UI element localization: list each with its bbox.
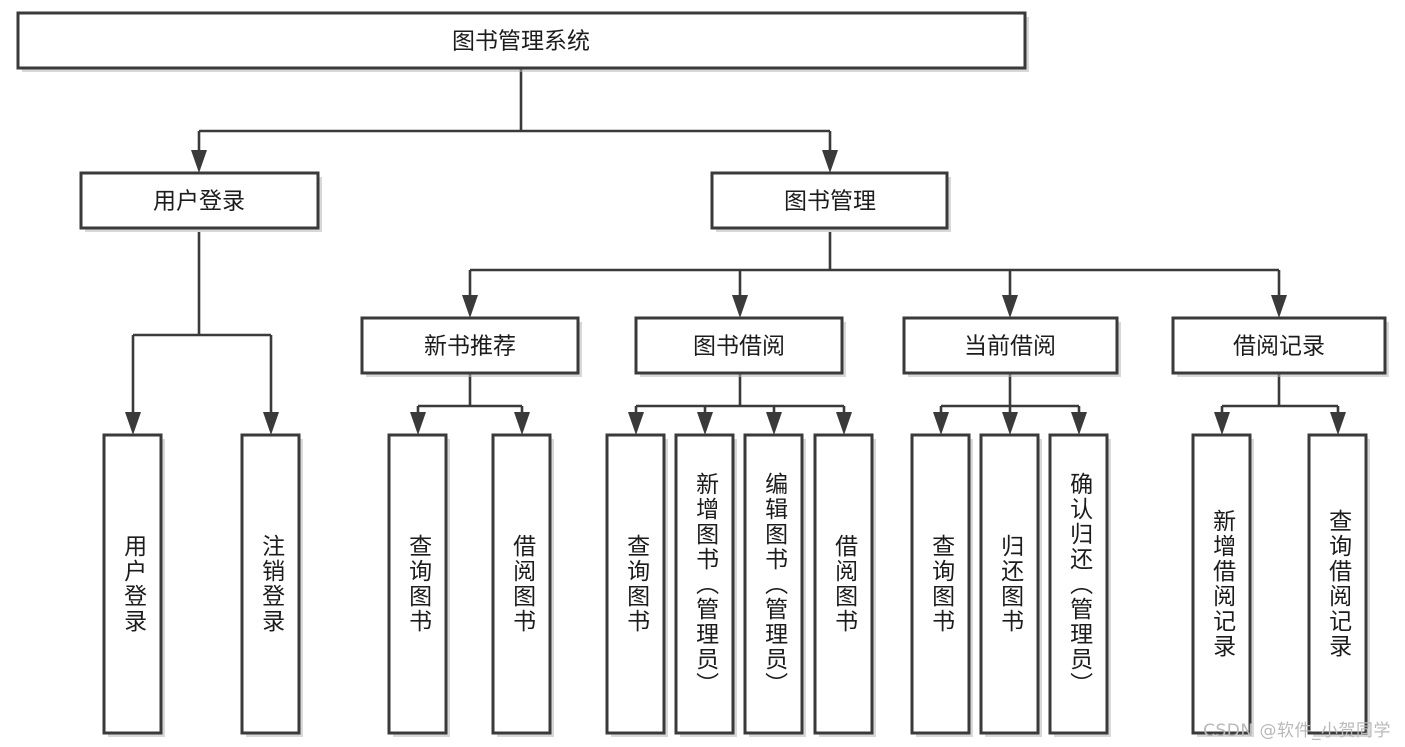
arrow-to-book-management bbox=[822, 150, 838, 173]
node-book-management[interactable]: 图书管理 bbox=[710, 171, 951, 232]
arrow-borrow-leaf-3 bbox=[766, 412, 782, 435]
node-current-borrow[interactable]: 当前借阅 bbox=[902, 316, 1121, 377]
arrow-recommend-leaf-1 bbox=[410, 412, 426, 435]
leaf-box bbox=[605, 433, 666, 735]
arrow-records-leaf-1 bbox=[1214, 412, 1230, 435]
node-new-book-recommend-label: 新书推荐 bbox=[424, 334, 516, 360]
leaf-node-records-add-record[interactable] bbox=[1191, 433, 1254, 737]
leaf-node-recommend-query-book[interactable] bbox=[387, 433, 450, 737]
arrow-recommend-leaf-2 bbox=[514, 412, 530, 435]
node-new-book-recommend[interactable]: 新书推荐 bbox=[360, 316, 582, 377]
arrow-userlogin-leaf-1 bbox=[125, 412, 141, 435]
arrow-current-leaf-3 bbox=[1071, 412, 1087, 435]
leaf-box bbox=[1307, 433, 1368, 735]
node-root-box bbox=[16, 11, 1027, 70]
leaf-node-records-query-record[interactable] bbox=[1307, 433, 1370, 737]
arrow-to-new-book-recommend bbox=[462, 295, 478, 318]
leaf-node-borrow-borrow-book[interactable] bbox=[813, 433, 876, 737]
node-new-book-recommend-box bbox=[360, 316, 580, 375]
arrow-current-leaf-2 bbox=[1002, 412, 1018, 435]
leaf-node-recommend-borrow-book[interactable] bbox=[491, 433, 554, 737]
node-book-management-box bbox=[710, 171, 949, 230]
node-user-login-label: 用户登录 bbox=[153, 189, 245, 215]
leaf-box bbox=[491, 433, 552, 735]
leaf-box bbox=[743, 433, 804, 735]
arrow-borrow-leaf-2 bbox=[697, 412, 713, 435]
arrow-to-current-borrow bbox=[1002, 295, 1018, 318]
leaf-node-borrow-add-book[interactable] bbox=[674, 433, 737, 737]
node-user-login[interactable]: 用户登录 bbox=[79, 171, 322, 232]
node-borrow-records-box bbox=[1171, 316, 1387, 375]
connector-root-to-level2 bbox=[191, 68, 838, 173]
node-current-borrow-label: 当前借阅 bbox=[964, 334, 1056, 360]
node-current-borrow-box bbox=[902, 316, 1119, 375]
leaf-box bbox=[240, 433, 301, 735]
arrow-current-leaf-1 bbox=[933, 412, 949, 435]
leaf-box bbox=[674, 433, 735, 735]
leaf-box bbox=[1048, 433, 1109, 735]
connector-bookmgmt-to-level3 bbox=[462, 232, 1287, 318]
node-borrow-records[interactable]: 借阅记录 bbox=[1171, 316, 1389, 377]
connector-current-to-leaves bbox=[933, 373, 1087, 435]
node-borrow-records-label: 借阅记录 bbox=[1233, 334, 1325, 360]
node-book-borrow-box bbox=[634, 316, 844, 375]
node-book-management-label: 图书管理 bbox=[784, 189, 876, 215]
arrow-records-leaf-2 bbox=[1330, 412, 1346, 435]
leaf-node-current-confirm-return[interactable] bbox=[1048, 433, 1111, 737]
node-book-borrow-label: 图书借阅 bbox=[693, 334, 785, 360]
arrow-userlogin-leaf-2 bbox=[263, 412, 279, 435]
leaf-box bbox=[910, 433, 971, 735]
node-root-label: 图书管理系统 bbox=[452, 29, 590, 55]
connector-borrow-to-leaves bbox=[628, 373, 852, 435]
leaf-node-user-login-login[interactable] bbox=[102, 433, 165, 737]
connector-records-to-leaves bbox=[1214, 373, 1346, 435]
leaf-box bbox=[387, 433, 448, 735]
arrow-to-user-login bbox=[191, 150, 207, 173]
node-book-borrow[interactable]: 图书借阅 bbox=[634, 316, 846, 377]
leaf-node-borrow-edit-book[interactable] bbox=[743, 433, 806, 737]
connector-recommend-to-leaves bbox=[410, 373, 530, 435]
leaf-box bbox=[102, 433, 163, 735]
leaf-node-current-query-book[interactable] bbox=[910, 433, 973, 737]
arrow-borrow-leaf-1 bbox=[628, 412, 644, 435]
arrow-borrow-leaf-4 bbox=[836, 412, 852, 435]
leaf-node-current-return-book[interactable] bbox=[979, 433, 1042, 737]
leaf-node-user-login-logout[interactable] bbox=[240, 433, 303, 737]
node-user-login-box bbox=[79, 171, 320, 230]
leaf-box bbox=[1191, 433, 1252, 735]
leaf-node-borrow-query-book[interactable] bbox=[605, 433, 668, 737]
node-root-system[interactable]: 图书管理系统 bbox=[16, 11, 1029, 72]
connector-userlogin-to-leaves bbox=[125, 232, 279, 435]
leaf-box bbox=[813, 433, 874, 735]
arrow-to-borrow-records bbox=[1271, 295, 1287, 318]
leaf-box bbox=[979, 433, 1040, 735]
arrow-to-book-borrow bbox=[732, 295, 748, 318]
csdn-watermark: CSDN @软件_小贺同学 bbox=[1203, 721, 1391, 741]
